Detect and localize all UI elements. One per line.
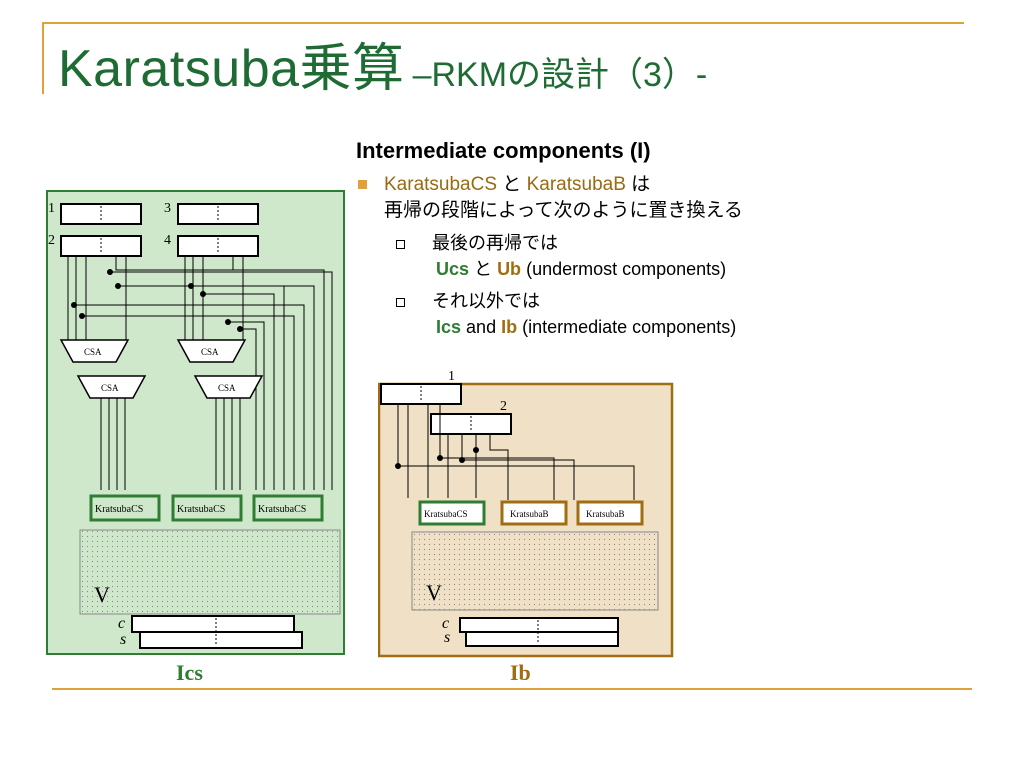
- term-karatsubacs: KaratsubaCS: [384, 174, 498, 195]
- c-label: c: [118, 615, 125, 632]
- c-label: c: [442, 615, 449, 632]
- sub-bullet-item: それ以外では Ics and Ib (intermediate componen…: [356, 288, 743, 340]
- v-region: [79, 529, 341, 615]
- bullet-item: KaratsubaCS と KaratsubaB は 再帰の段階によって次のよう…: [356, 172, 743, 224]
- v-label: V: [426, 580, 442, 605]
- term-ucs: Ucs: [436, 259, 470, 279]
- conj: and: [466, 317, 497, 337]
- ib-diagram: 1 2 KratsubaCS KratsubaB KratsubaB V c s: [378, 369, 674, 658]
- block-label: KratsubaCS: [177, 504, 225, 515]
- kratsubacs-block: [89, 494, 161, 522]
- kratsubacs-block: [418, 500, 486, 526]
- sum-register: [139, 631, 303, 649]
- bullet-line2: 再帰の段階によって次のように置き換える: [384, 200, 743, 221]
- ics-caption: Ics: [176, 660, 203, 685]
- suffix: は: [631, 174, 651, 195]
- csa-adder: [59, 339, 130, 363]
- conj: と: [502, 174, 522, 195]
- input-label-4: 4: [164, 233, 171, 248]
- term-ics: Ics: [436, 317, 462, 337]
- block-label: KratsubaB: [510, 509, 549, 519]
- input-label-2: 2: [500, 399, 507, 414]
- term-ub: Ub: [497, 259, 522, 279]
- csa-label: CSA: [218, 383, 236, 393]
- sub-label: それ以外では: [432, 291, 540, 311]
- term-ib: Ib: [501, 317, 518, 337]
- hollow-square-bullet-icon: [396, 298, 405, 307]
- s-label: s: [444, 629, 450, 646]
- v-label: V: [94, 582, 110, 607]
- square-bullet-icon: [358, 180, 367, 189]
- slide-title: Karatsuba乗算–RKMの設計（3）-: [58, 26, 707, 101]
- ib-caption: Ib: [510, 660, 531, 685]
- sub-bullet-item: 最後の再帰では Ucs と Ub (undermost components): [356, 230, 743, 282]
- input-label-1: 1: [448, 369, 455, 384]
- term-karatsubab: KaratsubaB: [526, 174, 626, 195]
- section-heading: Intermediate components (I): [356, 138, 651, 163]
- note: (undermost components): [526, 259, 727, 279]
- csa-adder: [76, 375, 147, 399]
- csa-adder: [193, 375, 264, 399]
- ics-diagram: 1 2 3 4 CSA CSA CSA CSA KratsubaCS Krats…: [46, 190, 345, 655]
- title-accent-line: [42, 22, 44, 94]
- v-region: [411, 531, 659, 611]
- conj: と: [474, 259, 493, 279]
- kratsubab-block: [500, 500, 568, 526]
- slide-body: Intermediate components (I) KaratsubaCS …: [356, 138, 743, 340]
- sub-label: 最後の再帰では: [432, 233, 558, 253]
- title-sub: –RKMの設計（3）-: [412, 56, 708, 94]
- block-label: KratsubaCS: [424, 509, 468, 519]
- input-label-2: 2: [48, 233, 55, 248]
- input-label-3: 3: [164, 201, 171, 216]
- input-label-1: 1: [48, 201, 55, 216]
- csa-adder: [176, 339, 247, 363]
- carry-register: [459, 617, 619, 633]
- bottom-rule: [52, 688, 972, 690]
- carry-register: [131, 615, 295, 633]
- note: (intermediate components): [522, 317, 737, 337]
- block-label: KratsubaCS: [95, 504, 143, 515]
- kratsubab-block: [576, 500, 644, 526]
- block-label: KratsubaB: [586, 509, 625, 519]
- title-main: Karatsuba乗算: [58, 40, 405, 98]
- kratsubacs-block: [171, 494, 243, 522]
- hollow-square-bullet-icon: [396, 240, 405, 249]
- top-rule: [42, 22, 964, 24]
- csa-label: CSA: [201, 347, 219, 357]
- csa-label: CSA: [84, 347, 102, 357]
- csa-label: CSA: [101, 383, 119, 393]
- sum-register: [465, 631, 619, 647]
- block-label: KratsubaCS: [258, 504, 306, 515]
- s-label: s: [120, 631, 126, 648]
- kratsubacs-block: [252, 494, 324, 522]
